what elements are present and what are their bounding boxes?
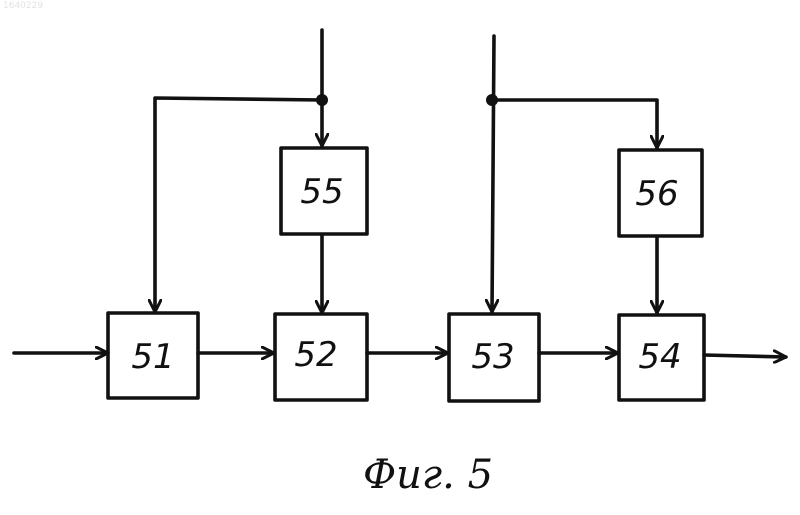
junction-dot-left [316, 94, 328, 106]
output-arrow-from-54 [704, 355, 786, 357]
label-55: 55 [300, 172, 343, 212]
label-53: 53 [471, 337, 514, 377]
label-54: 54 [638, 337, 681, 377]
label-51: 51 [131, 337, 174, 377]
label-56: 56 [635, 174, 678, 214]
figure-caption: Фиг. 5 [363, 452, 493, 498]
arrow-to-56 [492, 100, 657, 148]
label-52: 52 [294, 335, 337, 375]
arrow-to-53 [492, 36, 494, 312]
junction-dot-right [486, 94, 498, 106]
arrow-to-51 [155, 98, 322, 312]
